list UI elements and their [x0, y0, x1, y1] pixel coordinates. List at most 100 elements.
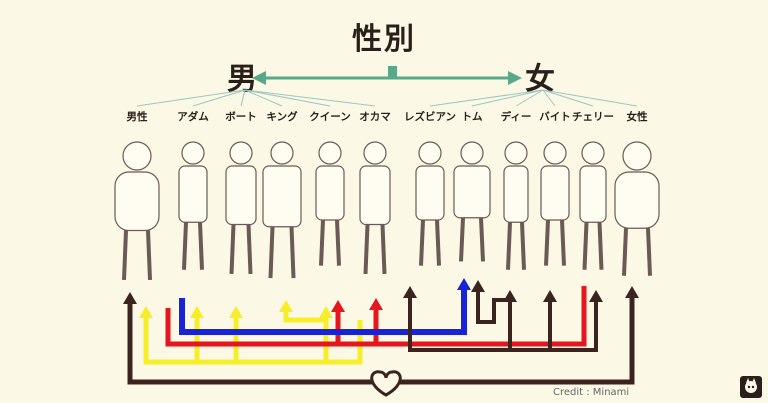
- category-label-cherry: チェリー: [572, 111, 614, 123]
- figure-leg: [506, 222, 512, 270]
- brown-line-tom-dee: [476, 292, 512, 350]
- cat-logo-icon: [740, 376, 762, 398]
- arrow-up-blue-tom-icon: [457, 278, 471, 290]
- figure-leg: [289, 226, 296, 279]
- category-fan-line: [244, 89, 331, 107]
- category-label-female: 女性: [626, 111, 648, 123]
- arrow-up-male-icon: [123, 292, 137, 304]
- category-fan-line: [192, 89, 246, 107]
- figure-leg: [246, 224, 253, 274]
- yellow-line-main: [143, 318, 363, 365]
- category-fan-line: [542, 89, 638, 107]
- category-fan-line: [244, 89, 283, 107]
- brown-line-male: [127, 304, 372, 385]
- brown-line-female: [400, 298, 635, 385]
- arrow-up-yellow-adam-icon: [190, 306, 204, 318]
- arrow-up-bite-icon: [543, 290, 557, 302]
- figure-body: [415, 165, 445, 221]
- figure-body: [503, 165, 529, 223]
- category-fan-line: [542, 89, 556, 107]
- connector-stem: [388, 66, 397, 78]
- category-label-bite: バイト: [539, 111, 571, 123]
- figure-head: [581, 141, 605, 165]
- figure-body: [540, 165, 570, 221]
- figure-leg: [122, 230, 128, 280]
- arrow-up-yellow-boat-icon: [229, 306, 243, 318]
- figure-head: [418, 141, 442, 165]
- yellow-line-king-queen: [283, 312, 329, 362]
- figure-body: [225, 165, 257, 226]
- figure-leg: [520, 222, 526, 270]
- category-label-queen: クイーン: [309, 111, 351, 123]
- figure-leg: [380, 224, 387, 274]
- figure-leg: [229, 224, 236, 274]
- figure-body: [114, 171, 160, 232]
- figure-leg: [544, 219, 550, 266]
- figure-leg: [479, 217, 485, 262]
- figure-leg: [268, 226, 275, 279]
- category-label-tom: トム: [461, 111, 483, 123]
- brown-line-lesbian-cherry: [408, 298, 598, 352]
- figure-leg: [459, 217, 465, 262]
- figure-head: [229, 141, 253, 165]
- figure-leg: [146, 230, 152, 280]
- arrow-up-yellow-queen-icon: [319, 306, 333, 318]
- arrow-up-red-okama-icon: [369, 298, 383, 310]
- figure-head: [460, 141, 484, 165]
- category-fan-line: [240, 89, 246, 107]
- figure-body: [178, 165, 208, 223]
- arrow-up-yellow-male-icon: [139, 306, 153, 318]
- category-label-dee: ディー: [500, 111, 532, 123]
- category-label-lesbian: レズビアン: [403, 111, 457, 123]
- figure-body: [614, 171, 660, 229]
- figure-body: [315, 165, 345, 221]
- category-label-okama: オカマ: [359, 111, 391, 123]
- figure-head: [504, 141, 528, 165]
- arrow-right-icon: [508, 71, 522, 85]
- category-fan-line: [542, 89, 594, 107]
- arrow-up-cherry-icon: [589, 290, 603, 302]
- figure-head: [543, 141, 567, 165]
- category-label-boat: ボート: [225, 111, 257, 123]
- figure-leg: [560, 219, 566, 266]
- arrow-left-icon: [252, 71, 266, 85]
- arrow-up-red-queen-icon: [331, 300, 345, 312]
- figure-head: [181, 141, 205, 165]
- figure-head: [363, 141, 387, 165]
- arrow-up-female-icon: [625, 286, 639, 298]
- figure-leg: [435, 219, 441, 266]
- category-label-king: キング: [266, 111, 298, 123]
- figure-leg: [182, 222, 188, 270]
- arrow-up-lesbian-icon: [403, 286, 417, 298]
- credit-text: Credit : Minami: [553, 387, 630, 398]
- category-fan-line: [136, 89, 246, 107]
- figure-leg: [582, 222, 589, 270]
- arrow-up-dee-icon: [503, 290, 517, 302]
- figure-leg: [335, 219, 341, 266]
- figure-body: [262, 165, 302, 228]
- blue-line-main: [179, 290, 467, 335]
- figure-head: [318, 141, 342, 165]
- figure-leg: [363, 224, 370, 274]
- category-label-adam: アダム: [177, 111, 209, 123]
- arrow-up-tom-icon: [471, 280, 485, 292]
- figure-head: [270, 141, 294, 165]
- figure-leg: [198, 222, 204, 270]
- category-fan-line: [515, 89, 544, 107]
- category-fan-line: [244, 89, 376, 107]
- heart-icon: [370, 370, 402, 397]
- figure-leg: [597, 222, 604, 270]
- figure-head: [122, 141, 152, 171]
- category-label-male: 男性: [126, 111, 148, 123]
- arrow-up-yellow-king-icon: [279, 300, 293, 312]
- figure-leg: [419, 219, 425, 266]
- page-title: 性別: [352, 22, 416, 57]
- figure-body: [579, 165, 607, 223]
- category-fan-line: [471, 89, 544, 107]
- figure-leg: [646, 228, 652, 276]
- figure-leg: [319, 219, 325, 266]
- figure-head: [622, 141, 652, 171]
- category-fan-line: [429, 89, 544, 107]
